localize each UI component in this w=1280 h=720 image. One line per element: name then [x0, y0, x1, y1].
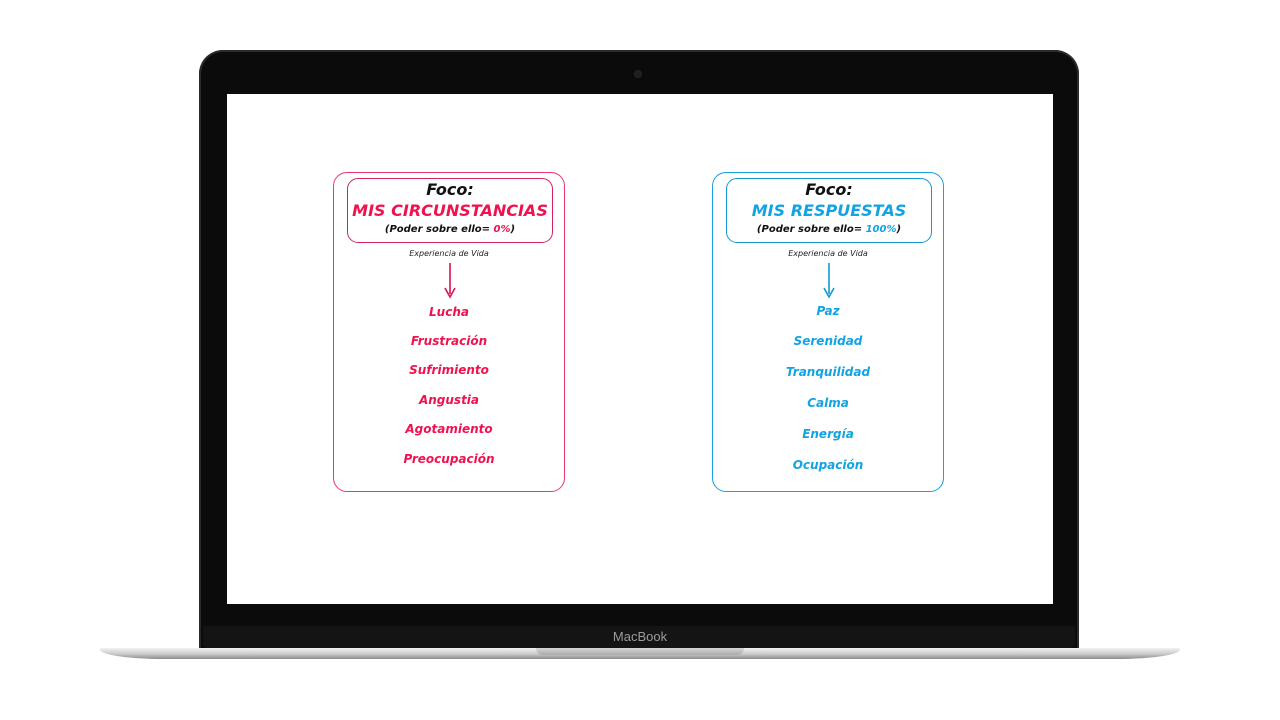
list-item: Frustración: [410, 334, 488, 348]
list-item: Lucha: [429, 305, 469, 319]
focus-label: Foco:: [805, 180, 853, 199]
circumstances-title: MIS CIRCUNSTANCIAS: [352, 201, 548, 220]
power-text: (Poder sobre ello= 100%): [727, 222, 931, 238]
list-item: Ocupación: [792, 458, 864, 472]
power-close: ): [896, 224, 902, 235]
focus-label: Foco:: [426, 180, 474, 199]
power-text: (Poder sobre ello= 0%): [348, 222, 552, 238]
list-item: Preocupación: [403, 452, 495, 466]
list-item: Paz: [816, 304, 840, 318]
circumstances-card: Foco: MIS CIRCUNSTANCIAS (Poder sobre el…: [333, 172, 565, 492]
laptop-screen: Foco: MIS CIRCUNSTANCIAS (Poder sobre el…: [227, 94, 1053, 604]
power-value: 0%: [493, 224, 511, 235]
experience-label: Experiencia de Vida: [409, 249, 489, 258]
power-label: (Poder sobre ello=: [384, 224, 494, 235]
list-item: Tranquilidad: [785, 365, 871, 379]
brand-label: MacBook: [612, 629, 668, 644]
list-item: Agotamiento: [405, 422, 493, 436]
power-close: ): [510, 224, 516, 235]
power-value: 100%: [865, 224, 897, 235]
list-item: Sufrimiento: [409, 363, 489, 377]
list-item: Angustia: [418, 393, 480, 407]
list-item: Serenidad: [793, 334, 863, 348]
responses-card: Foco: MIS RESPUESTAS (Poder sobre ello= …: [712, 172, 944, 492]
power-label: (Poder sobre ello=: [756, 224, 866, 235]
experience-label: Experiencia de Vida: [788, 249, 868, 258]
list-item: Calma: [807, 396, 849, 410]
circumstances-header: Foco: MIS CIRCUNSTANCIAS (Poder sobre el…: [347, 178, 553, 243]
arrow-down-icon: [823, 263, 835, 299]
list-item: Energía: [802, 427, 854, 441]
base-notch: [536, 648, 744, 655]
arrow-down-icon: [444, 263, 456, 299]
camera-icon: [635, 71, 641, 77]
responses-title: MIS RESPUESTAS: [751, 201, 907, 220]
hinge-strip: [203, 626, 1075, 648]
responses-header: Foco: MIS RESPUESTAS (Poder sobre ello= …: [726, 178, 932, 243]
